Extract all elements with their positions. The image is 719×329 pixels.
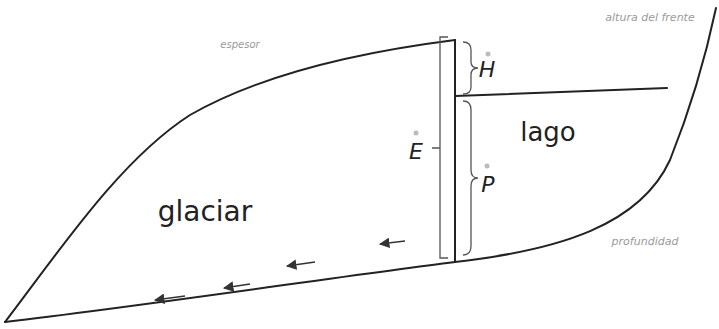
symbol-label: P [481,173,494,197]
symbol-label: E [409,140,423,164]
mark-dot [414,131,419,136]
faint-label: altura del frente [605,12,694,24]
flow-arrow [224,284,250,288]
mark-dot [485,164,490,169]
glacier-front [454,40,456,262]
mark-dot [486,52,491,57]
region-label: lago [520,118,576,147]
flow-arrow [155,296,185,300]
valley-bed [5,8,716,322]
faint-label: espesor [220,39,259,50]
faint-label: profundidad [612,236,679,248]
region-label: glaciar [158,197,253,228]
lake-surface [455,88,667,96]
height-bracket [463,42,478,94]
flow-arrow [287,262,315,266]
depth-bracket [463,101,478,255]
thickness-bracket [432,37,448,258]
symbol-label: H [479,58,496,82]
flow-arrow [380,241,405,244]
glacier-surface [5,40,455,322]
